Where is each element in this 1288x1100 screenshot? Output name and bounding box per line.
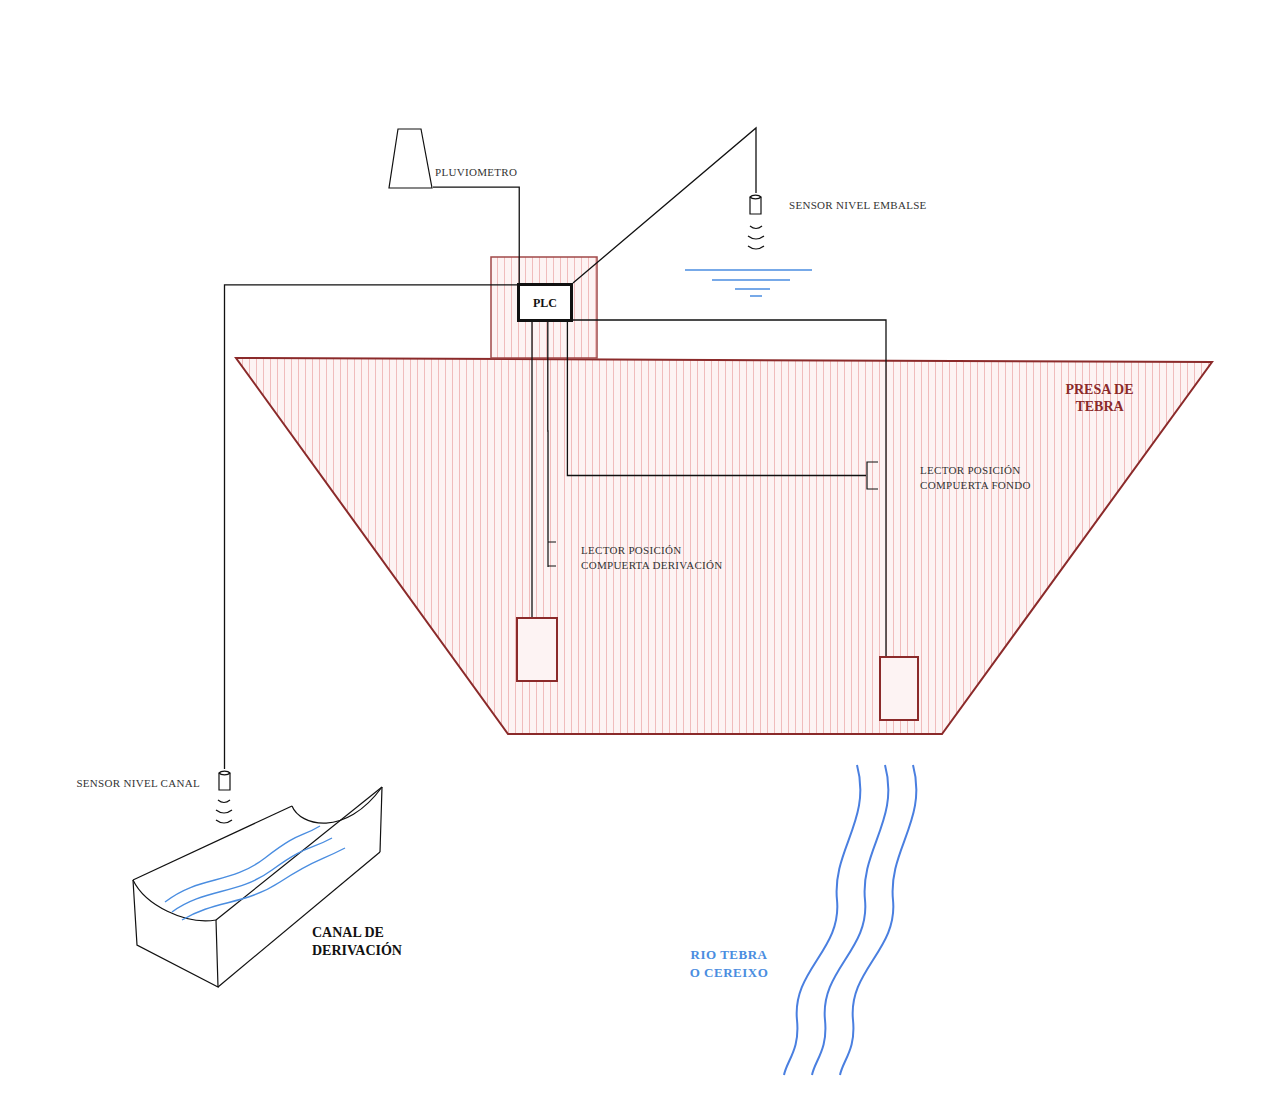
text-holder: CANAL DE DERIVACIÓN [312,924,427,960]
rain-gauge-outline [388,128,433,189]
sensor-cap [750,197,761,199]
node-label: SENSOR NIVEL CANAL [40,776,200,791]
canal-base [218,852,380,987]
rain-gauge-body [389,129,432,188]
dam-body: LECTOR POSICIÓN COMPUERTA FONDO LECTOR PO… [235,357,1214,736]
canal-water [165,826,320,902]
gate-wire [531,322,532,618]
node-label: PRESA DE TEBRA [1052,381,1147,415]
position-reader-outline [543,540,557,567]
bottom-gate [880,657,918,720]
canal-rim [133,806,292,880]
level-sensor: SENSOR NIVEL CANAL [218,769,231,792]
river-lines [784,765,916,1075]
dam-body-outline [235,357,1214,736]
sensor-body [219,771,230,790]
derivation-canal: CANAL DE DERIVACIÓN [130,784,385,990]
rain-gauge: PLUVIOMETRO [388,128,433,189]
plc-box: PLC [517,283,573,322]
derivation-canal-outline [130,784,385,990]
position-reader: LECTOR POSICIÓN COMPUERTA FONDO [866,461,879,490]
level-sensor: SENSOR NIVEL EMBALSE [749,193,763,216]
sensor-body [750,195,761,214]
dam-outline [236,358,1212,734]
text-holder: PRESA DE TEBRA [1052,381,1147,415]
canal-back-edge [380,787,382,852]
position-reader-outline [866,461,879,490]
node-label: LECTOR POSICIÓN COMPUERTA FONDO [920,463,1055,493]
level-sensor-outline [218,769,231,792]
canal-water [172,838,332,912]
text-holder: SENSOR NIVEL EMBALSE [789,198,989,213]
level-sensor-outline [749,193,763,216]
signal-wire [547,322,549,540]
node-label: PLUVIOMETRO [435,165,555,180]
text-holder: RIO TEBRA O CEREIXO [686,946,772,982]
position-reader: LECTOR POSICIÓN COMPUERTA DERIVACIÓN [543,540,557,567]
text-holder: PLUVIOMETRO [435,165,555,180]
node-label: LECTOR POSICIÓN COMPUERTA DERIVACIÓN [581,543,743,573]
text-holder: SENSOR NIVEL CANAL [40,776,200,791]
derivation-gate [517,618,557,681]
plc-housing [491,257,597,358]
canal-rim [216,787,382,920]
canal-profile [133,880,216,921]
canal-water [182,848,345,920]
text-holder: LECTOR POSICIÓN COMPUERTA FONDO [920,463,1055,493]
node-label: SENSOR NIVEL EMBALSE [789,198,989,213]
reservoir-water [685,270,812,296]
sensor-cap [219,773,230,775]
river-label: RIO TEBRA O CEREIXO [686,946,772,982]
text-holder: LECTOR POSICIÓN COMPUERTA DERIVACIÓN [581,543,743,573]
text-holder: PLC [520,286,570,319]
signal-wire [573,128,756,283]
node-label: PLC [533,296,557,310]
node-label: CANAL DE DERIVACIÓN [312,924,427,960]
canal-back [292,787,382,823]
signal-wire [433,187,519,283]
